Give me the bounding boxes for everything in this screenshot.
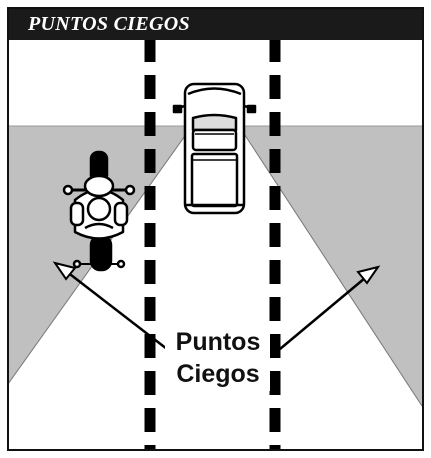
blind-spot-arrow-right xyxy=(279,265,381,350)
diagram-title: PUNTOS CIEGOS xyxy=(28,13,190,35)
diagram-frame: PUNTOS CIEGOS xyxy=(7,7,424,451)
blind-spot-label-backdrop xyxy=(165,325,270,391)
blind-spot-arrow-left xyxy=(52,261,168,350)
blind-spot-label-line1: Puntos xyxy=(176,328,261,356)
road-scene: Puntos Ciegos xyxy=(9,40,422,449)
motorcycle-icon xyxy=(62,150,136,272)
blind-spot-label-line2: Ciegos xyxy=(176,360,259,388)
title-bar: PUNTOS CIEGOS xyxy=(9,9,422,40)
pickup-truck-icon xyxy=(172,82,257,215)
